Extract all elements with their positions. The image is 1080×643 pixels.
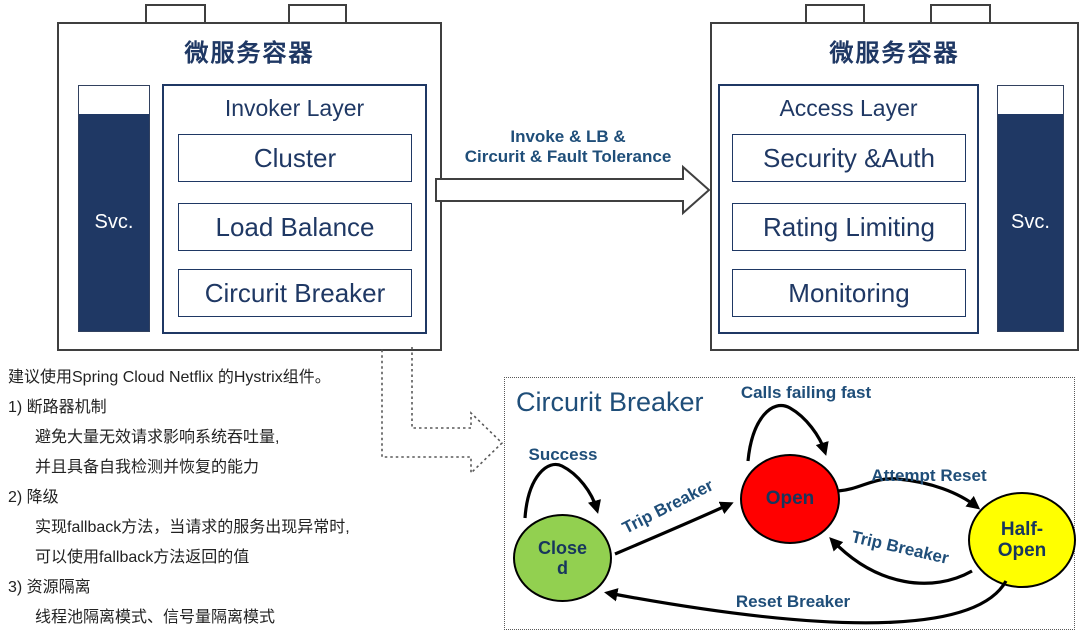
right-container-lug-1 (805, 4, 865, 24)
invoker-layer-title: Invoker Layer (224, 95, 365, 121)
right-container-title: 微服务容器 (829, 40, 960, 67)
state-closed: Close d (513, 514, 612, 602)
note-line: 避免大量无效请求影响系统吞吐量, (35, 429, 280, 446)
circuit-breaker-panel-title: Circurit Breaker (516, 387, 704, 417)
attempt-reset-label: Attempt Reset (871, 466, 987, 485)
access-layer-title: Access Layer (779, 95, 918, 121)
hystrix-notes: 建议使用Spring Cloud Netflix 的Hystrix组件。 1) … (8, 363, 478, 633)
flow-arrow-label: Invoke & LB & Circurit & Fault Tolerance (464, 127, 672, 166)
access-layer-box: Access Layer Security &Auth Rating Limit… (718, 84, 979, 334)
note-line: 线程池隔离模式、信号量隔离模式 (35, 609, 276, 626)
left-svc-bar: Svc. (78, 85, 150, 332)
circuit-breaker-box: Circurit Breaker (178, 269, 412, 317)
state-half-open-label: Half- Open (997, 518, 1047, 561)
left-svc-label: Svc. (94, 211, 134, 233)
calls-failing-label: Calls failing fast (740, 383, 872, 402)
right-svc-bar-fill: Svc. (998, 114, 1063, 331)
invoker-layer-box: Invoker Layer Cluster Load Balance Circu… (162, 84, 427, 334)
note-line: 可以使用fallback方法返回的值 (35, 549, 250, 566)
right-svc-label: Svc. (1011, 211, 1050, 233)
left-container-lug-2 (288, 4, 347, 24)
security-auth-box: Security &Auth (732, 134, 966, 182)
note-line: 实现fallback方法，当请求的服务出现异常时, (35, 519, 350, 536)
note-line: 建议使用Spring Cloud Netflix 的Hystrix组件。 (8, 369, 331, 386)
state-half-open: Half- Open (968, 492, 1076, 588)
right-svc-bar: Svc. (997, 85, 1064, 332)
left-container-title: 微服务容器 (184, 40, 315, 67)
state-open: Open (740, 454, 840, 544)
flow-block-arrow (435, 164, 711, 216)
left-svc-bar-fill: Svc. (79, 114, 149, 331)
note-line: 3) 资源隔离 (8, 579, 91, 596)
load-balance-box: Load Balance (178, 203, 412, 251)
state-closed-label: Close d (537, 537, 588, 578)
monitoring-box: Monitoring (732, 269, 966, 317)
note-line: 2) 降级 (8, 489, 59, 506)
success-label: Success (528, 445, 598, 464)
state-open-label: Open (765, 488, 815, 510)
right-container-lug-2 (930, 4, 991, 24)
reset-breaker-label: Reset Breaker (735, 592, 851, 611)
rating-limiting-box: Rating Limiting (732, 203, 966, 251)
note-line: 1) 断路器机制 (8, 399, 107, 416)
cluster-box: Cluster (178, 134, 412, 182)
note-line: 并且具备自我检测并恢复的能力 (35, 459, 260, 476)
left-container-lug-1 (145, 4, 206, 24)
